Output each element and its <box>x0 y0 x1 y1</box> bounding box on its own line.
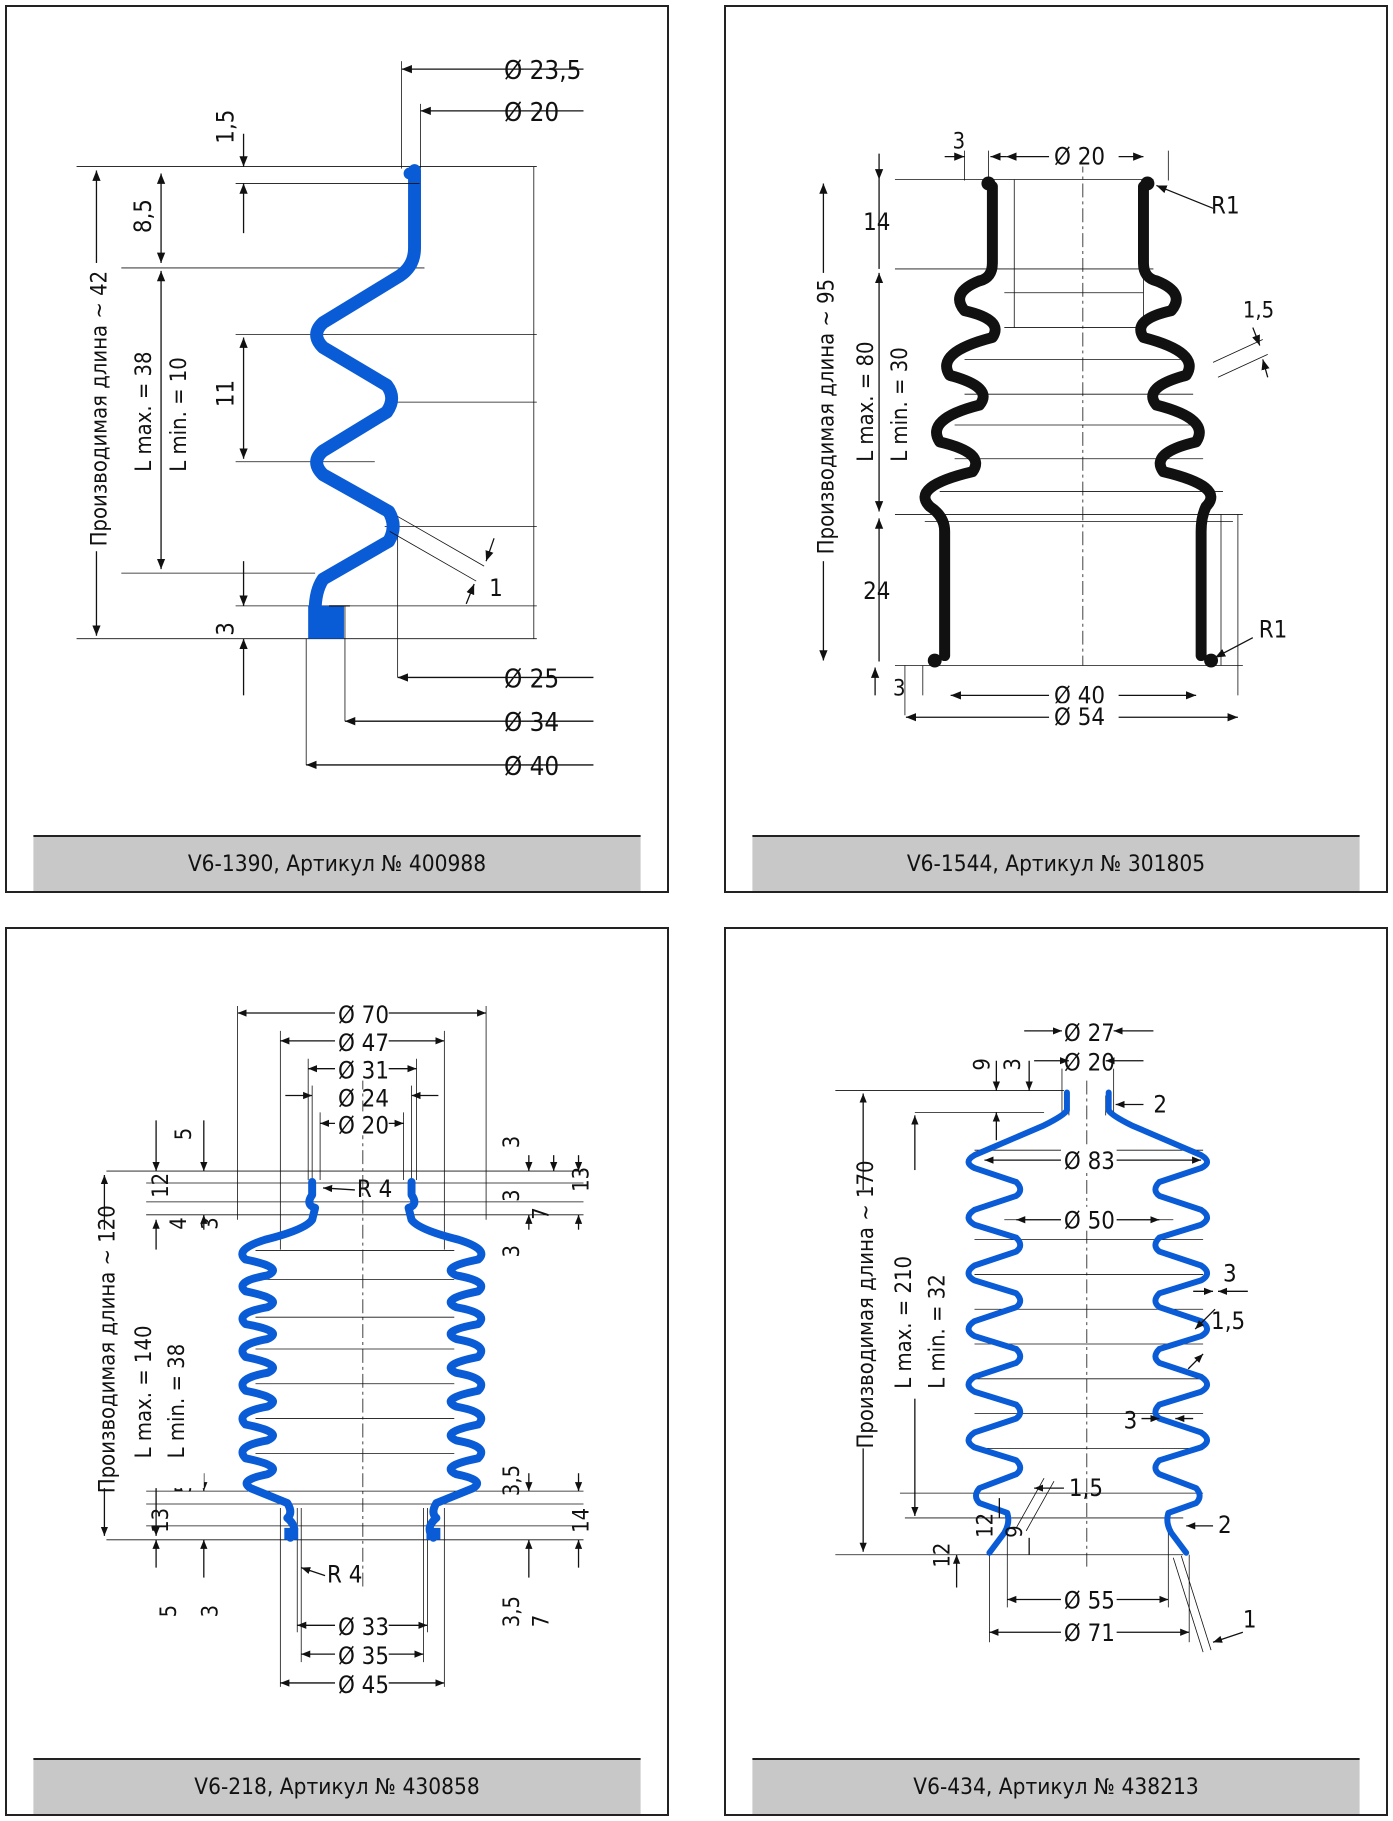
dim-d20: Ø 20 <box>1054 143 1105 171</box>
dim-r4a: R 4 <box>357 1175 392 1203</box>
dim-lmin: L min. = 30 <box>888 347 913 462</box>
drawing-v6-434: Ø 27 Ø 20 9 3 2 Ø 83 Ø 50 3 1,5 3 1,5 2 <box>835 1019 1257 1653</box>
dim-l3b: 3 <box>199 1605 224 1618</box>
dim-t3top: 3 <box>953 130 966 155</box>
caption-v6-434: V6-434, Артикул № 438213 <box>752 1758 1360 1814</box>
dim-d20: Ø 20 <box>1064 1049 1115 1077</box>
dim-r3a: 3 <box>500 1136 525 1149</box>
dim-d40: Ø 40 <box>504 752 559 782</box>
dim-d54: Ø 54 <box>1054 703 1105 731</box>
dim-lmin: L min. = 32 <box>926 1274 951 1389</box>
caption-v6-1544: V6-1544, Артикул № 301805 <box>752 835 1360 891</box>
dim-lmax: L max. = 38 <box>132 351 157 471</box>
dim-d55: Ø 55 <box>1064 1586 1115 1614</box>
dim-r7b: 7 <box>530 1615 555 1628</box>
dim-h14: 14 <box>863 208 890 236</box>
dim-r2b: 2 <box>1218 1511 1232 1539</box>
dim-r4b: R 4 <box>327 1561 362 1589</box>
dim-r3c: 3 <box>500 1245 525 1258</box>
dim-r1b: R1 <box>1259 616 1288 644</box>
dim-r7a: 7 <box>530 1207 555 1220</box>
dim-r2a: 2 <box>1153 1090 1167 1118</box>
dim-plen: Производимая длина ~ 170 <box>854 1161 879 1449</box>
dim-d33: Ø 33 <box>338 1613 389 1641</box>
dim-m15: 1,5 <box>1069 1474 1103 1502</box>
dim-lmax: L max. = 210 <box>892 1256 917 1389</box>
caption-v6-1390: V6-1390, Артикул № 400988 <box>33 835 641 891</box>
dim-t3bot: 3 <box>893 676 906 701</box>
dim-h24: 24 <box>863 577 890 605</box>
panel-v6-1390: Ø 23,5 Ø 20 Ø 25 Ø 34 Ø 40 1,5 8,5 11 L … <box>5 5 669 893</box>
dim-r15a: 1,5 <box>1211 1307 1245 1335</box>
panel-v6-434: Ø 27 Ø 20 9 3 2 Ø 83 Ø 50 3 1,5 3 1,5 2 <box>724 927 1388 1816</box>
panel-v6-218: Ø 70 Ø 47 Ø 31 Ø 24 Ø 20 R 4 R 4 5 12 4 … <box>5 927 669 1816</box>
dim-r14: 14 <box>569 1508 594 1533</box>
dim-b12: 12 <box>973 1513 998 1538</box>
dim-b9: 9 <box>1003 1525 1028 1538</box>
dim-d45: Ø 45 <box>338 1671 389 1699</box>
dim-lmin: L min. = 38 <box>165 1344 190 1459</box>
dim-d20: Ø 20 <box>504 98 559 128</box>
dim-b12b: 12 <box>931 1543 956 1568</box>
dim-v3: 3 <box>212 622 240 636</box>
dim-d20: Ø 20 <box>338 1111 389 1139</box>
dim-r1a: R1 <box>1211 191 1240 219</box>
dim-l5c: 5 <box>157 1605 182 1618</box>
dim-l5a: 5 <box>172 1128 197 1141</box>
dim-d31: Ø 31 <box>338 1057 389 1085</box>
dim-lmin: L min. = 10 <box>167 357 192 472</box>
dim-d25: Ø 25 <box>504 664 559 694</box>
drawing-v6-218: Ø 70 Ø 47 Ø 31 Ø 24 Ø 20 R 4 R 4 5 12 4 … <box>86 1001 594 1699</box>
dim-plen: Производимая длина ~ 42 <box>87 271 112 546</box>
dim-v11: 11 <box>212 380 240 407</box>
dim-t15: 1,5 <box>1243 299 1274 324</box>
dim-d50: Ø 50 <box>1064 1207 1115 1235</box>
dim-d34: Ø 34 <box>504 708 559 738</box>
panel-v6-1544: Ø 20 3 R1 14 24 L max. = 80 L min. = 30 … <box>724 5 1388 893</box>
dim-v9: 9 <box>970 1058 995 1071</box>
dim-d27: Ø 27 <box>1064 1019 1115 1047</box>
dim-d83: Ø 83 <box>1064 1147 1115 1175</box>
dim-l13a: 13 <box>149 1508 174 1533</box>
dim-v3: 3 <box>1001 1058 1026 1071</box>
dim-l12: 12 <box>149 1173 174 1198</box>
dim-plen: Производимая длина ~ 95 <box>814 279 839 554</box>
drawing-v6-1544: Ø 20 3 R1 14 24 L max. = 80 L min. = 30 … <box>805 130 1288 731</box>
dim-t1: 1 <box>489 574 503 602</box>
dim-d35: Ø 35 <box>338 1642 389 1670</box>
dim-r35a: 3,5 <box>500 1465 525 1496</box>
caption-v6-218: V6-218, Артикул № 430858 <box>33 1758 641 1814</box>
dim-l4: 4 <box>167 1217 192 1230</box>
dim-v85: 8,5 <box>129 199 157 233</box>
dim-l3a: 3 <box>199 1217 224 1230</box>
dim-plen: Производимая длина ~ 120 <box>95 1205 120 1493</box>
dim-r35b: 3,5 <box>500 1596 525 1627</box>
dim-d71: Ø 71 <box>1064 1619 1115 1647</box>
dim-m3: 3 <box>1124 1406 1138 1434</box>
dim-t1: 1 <box>1243 1605 1257 1633</box>
dim-d70: Ø 70 <box>338 1001 389 1029</box>
dim-r13: 13 <box>569 1167 594 1192</box>
dim-d235: Ø 23,5 <box>504 56 581 86</box>
dim-d47: Ø 47 <box>338 1029 389 1057</box>
dim-lmax: L max. = 80 <box>854 341 879 461</box>
dim-lmax: L max. = 140 <box>132 1326 157 1459</box>
dim-r3b: 3 <box>500 1189 525 1202</box>
dim-r3: 3 <box>1223 1259 1237 1287</box>
drawing-v6-1390: Ø 23,5 Ø 20 Ø 25 Ø 34 Ø 40 1,5 8,5 11 L … <box>76 56 594 782</box>
dim-d24: Ø 24 <box>338 1084 389 1112</box>
dim-v15: 1,5 <box>212 110 240 144</box>
